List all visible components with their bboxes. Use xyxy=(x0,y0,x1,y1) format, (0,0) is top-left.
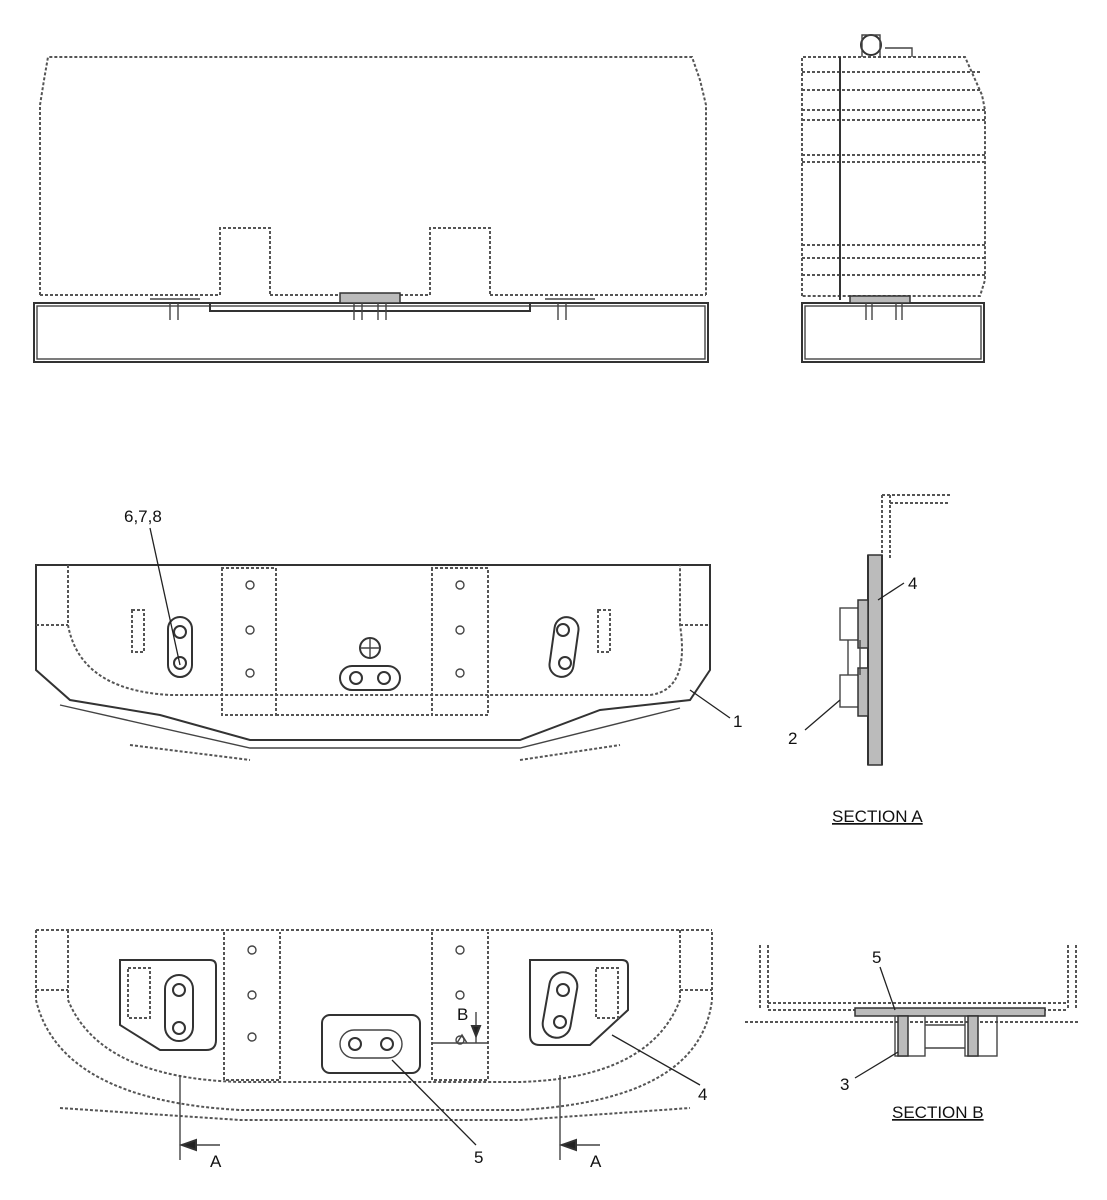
callout-3: 3 xyxy=(840,1075,849,1094)
section-b-label: SECTION B xyxy=(892,1103,984,1122)
slot-bracket-left xyxy=(167,616,193,678)
center-plate xyxy=(339,637,401,691)
middle-plan-view xyxy=(35,527,731,761)
section-b-view xyxy=(745,945,1080,1079)
callout-5-section-b: 5 xyxy=(872,948,881,967)
bottom-bolt-holes xyxy=(247,945,465,1045)
slot-bracket-right xyxy=(548,616,580,678)
section-a-label: SECTION A xyxy=(832,807,923,826)
cut-marker-b: B xyxy=(457,1005,468,1024)
bottom-plan-view xyxy=(35,929,713,1160)
guide-plate-right xyxy=(529,959,629,1046)
center-guide-plate xyxy=(321,1014,421,1074)
callout-2: 2 xyxy=(788,729,797,748)
mid-bolt-holes xyxy=(245,580,465,678)
callout-6-7-8: 6,7,8 xyxy=(124,507,162,526)
callout-5-bottom: 5 xyxy=(474,1148,483,1167)
top-front-view xyxy=(33,56,709,363)
section-a-view xyxy=(804,494,950,766)
cut-marker-a-right: A xyxy=(590,1152,602,1171)
cut-marker-a-left: A xyxy=(210,1152,222,1171)
callout-4-section-a: 4 xyxy=(908,574,917,593)
guide-plate-left xyxy=(119,959,217,1051)
callout-1: 1 xyxy=(733,712,742,731)
top-side-view xyxy=(801,34,986,363)
callout-4-bottom: 4 xyxy=(698,1085,707,1104)
